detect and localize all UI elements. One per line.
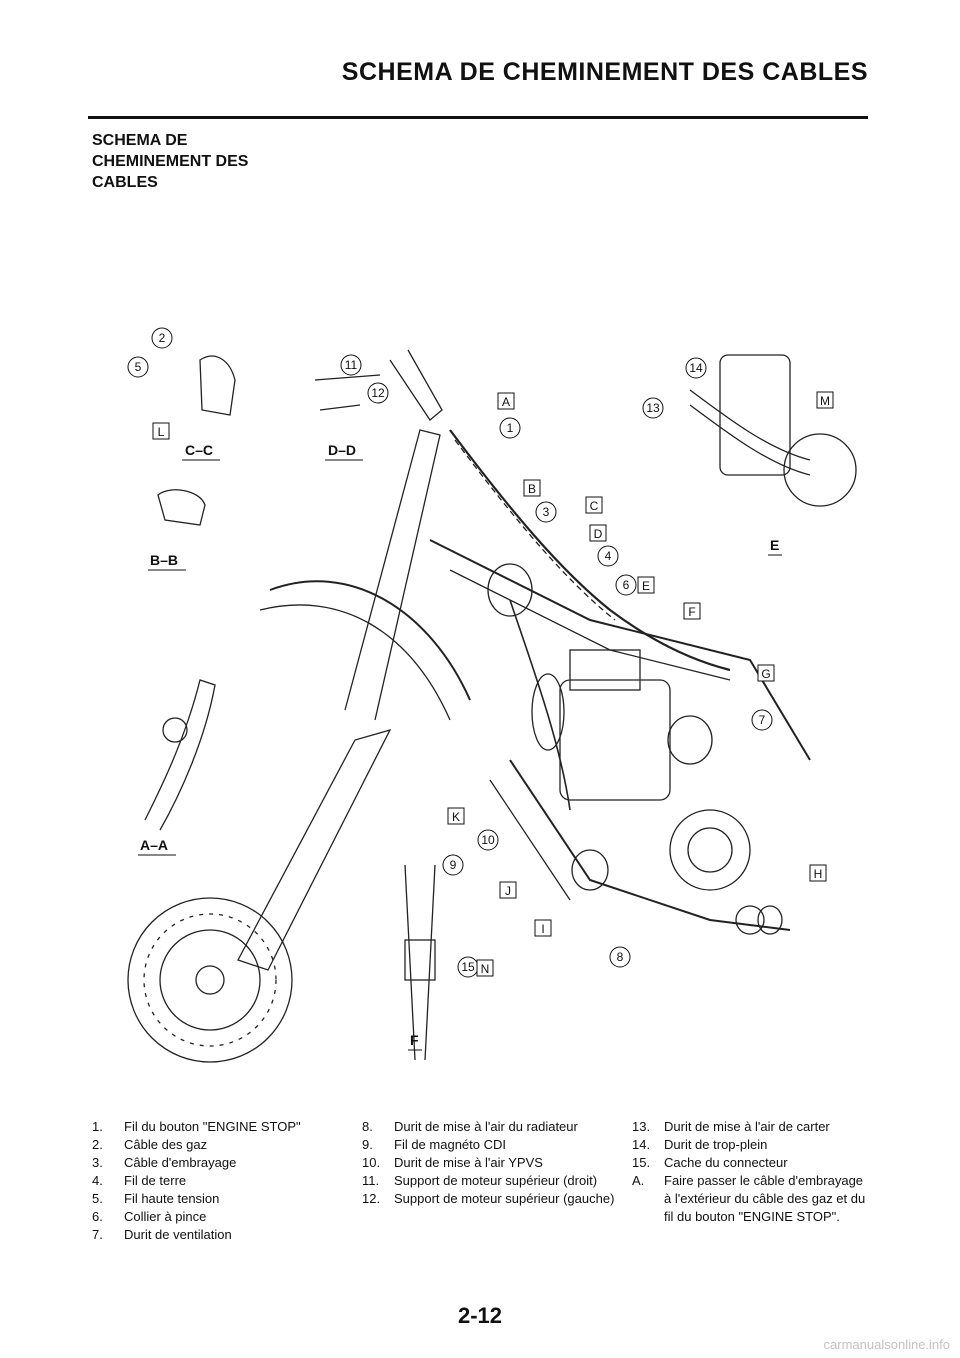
- legend-column-3: 13.Durit de mise à l'air de carter 14.Du…: [632, 1118, 872, 1226]
- legend-column-2: 8.Durit de mise à l'air du radiateur 9.F…: [362, 1118, 617, 1208]
- callout-1: 1: [499, 417, 521, 439]
- svg-text:D: D: [594, 527, 603, 541]
- legend-item-6: 6.Collier à pince: [92, 1209, 207, 1224]
- svg-text:A: A: [502, 395, 510, 409]
- svg-text:H: H: [814, 867, 823, 881]
- label-b: B: [523, 479, 541, 497]
- label-i: I: [534, 919, 552, 937]
- callout-11: 11: [340, 354, 362, 376]
- label-g: G: [757, 664, 775, 682]
- svg-text:3: 3: [543, 505, 550, 519]
- svg-text:E: E: [642, 579, 650, 593]
- legend-item-1: 1.Fil du bouton "ENGINE STOP": [92, 1119, 301, 1134]
- view-label-f: F: [410, 1032, 419, 1048]
- svg-text:2: 2: [159, 331, 166, 345]
- callout-4: 4: [597, 545, 619, 567]
- svg-text:5: 5: [135, 360, 142, 374]
- page-number: 2-12: [457, 1303, 503, 1328]
- label-e: E: [637, 576, 655, 594]
- legend-item-14: 14.Durit de trop-plein: [632, 1137, 768, 1152]
- label-n: N: [476, 959, 494, 977]
- view-label-dd: D–D: [328, 442, 356, 458]
- label-a: A: [497, 392, 515, 410]
- section-title: SCHEMA DE CHEMINEMENT DES CABLES: [92, 132, 249, 191]
- view-label-aa: A–A: [140, 837, 168, 853]
- svg-text:10: 10: [481, 833, 495, 847]
- svg-text:I: I: [541, 922, 544, 936]
- legend-item-5: 5.Fil haute tension: [92, 1191, 220, 1206]
- svg-text:B: B: [528, 482, 536, 496]
- callout-5: 5: [127, 356, 149, 378]
- svg-text:15: 15: [461, 960, 475, 974]
- svg-text:G: G: [761, 667, 770, 681]
- callout-9: 9: [442, 854, 464, 876]
- svg-text:11: 11: [345, 358, 358, 372]
- label-m: M: [816, 391, 834, 409]
- header-title: SCHEMA DE CHEMINEMENT DES CABLES: [341, 58, 868, 86]
- svg-text:6: 6: [623, 578, 630, 592]
- label-c: C: [585, 496, 603, 514]
- label-h: H: [809, 864, 827, 882]
- svg-text:4: 4: [605, 549, 612, 563]
- callout-6: 6: [615, 574, 637, 596]
- label-j: J: [499, 881, 517, 899]
- legend-column-1: 1.Fil du bouton "ENGINE STOP" 2.Câble de…: [92, 1118, 352, 1244]
- svg-text:N: N: [481, 962, 490, 976]
- svg-text:7: 7: [759, 713, 766, 727]
- callout-14: 14: [685, 357, 707, 379]
- legend-item-10: 10.Durit de mise à l'air YPVS: [362, 1155, 543, 1170]
- svg-text:12: 12: [371, 386, 385, 400]
- svg-text:F: F: [688, 605, 695, 619]
- cable-routing-diagram: C–C D–D B–B A–A E F 1 2 3 4 5 6 7 8 9 10…: [127, 327, 857, 1063]
- label-d: D: [589, 524, 607, 542]
- legend-item-7: 7.Durit de ventilation: [92, 1227, 232, 1242]
- view-label-e: E: [770, 537, 779, 553]
- svg-text:K: K: [452, 810, 460, 824]
- view-label-cc: C–C: [185, 442, 213, 458]
- svg-text:L: L: [158, 425, 165, 439]
- callout-3: 3: [535, 501, 557, 523]
- label-f: F: [683, 602, 701, 620]
- legend-item-11: 11.Support de moteur supérieur (droit): [362, 1173, 598, 1188]
- legend-item-3: 3.Câble d'embrayage: [92, 1155, 237, 1170]
- watermark: carmanualsonline.info: [823, 1337, 950, 1352]
- legend-item-4: 4.Fil de terre: [92, 1173, 187, 1188]
- view-label-bb: B–B: [150, 552, 178, 568]
- legend-item-8: 8.Durit de mise à l'air du radiateur: [362, 1119, 578, 1134]
- header-rule: [88, 116, 868, 119]
- svg-text:9: 9: [450, 858, 457, 872]
- label-k: K: [447, 807, 465, 825]
- svg-text:14: 14: [689, 361, 703, 375]
- svg-text:C: C: [590, 499, 599, 513]
- svg-text:1: 1: [507, 421, 514, 435]
- svg-text:13: 13: [646, 401, 660, 415]
- legend-item-12: 12.Support de moteur supérieur (gauche): [362, 1191, 615, 1206]
- svg-text:8: 8: [617, 950, 624, 964]
- callout-12: 12: [367, 382, 389, 404]
- callout-15: 15: [457, 956, 479, 978]
- callout-10: 10: [477, 829, 499, 851]
- legend-item-13: 13.Durit de mise à l'air de carter: [632, 1119, 830, 1134]
- callout-8: 8: [609, 946, 631, 968]
- legend-item-15: 15.Cache du connecteur: [632, 1155, 788, 1170]
- callout-13: 13: [642, 397, 664, 419]
- callout-7: 7: [751, 709, 773, 731]
- legend-item-2: 2.Câble des gaz: [92, 1137, 208, 1152]
- svg-text:J: J: [505, 884, 511, 898]
- svg-text:M: M: [820, 394, 830, 408]
- label-l: L: [152, 422, 170, 440]
- legend-item-9: 9.Fil de magnéto CDI: [362, 1137, 506, 1152]
- legend-item-a: A.Faire passer le câble d'embrayage à l'…: [632, 1173, 866, 1224]
- callout-2: 2: [151, 327, 173, 349]
